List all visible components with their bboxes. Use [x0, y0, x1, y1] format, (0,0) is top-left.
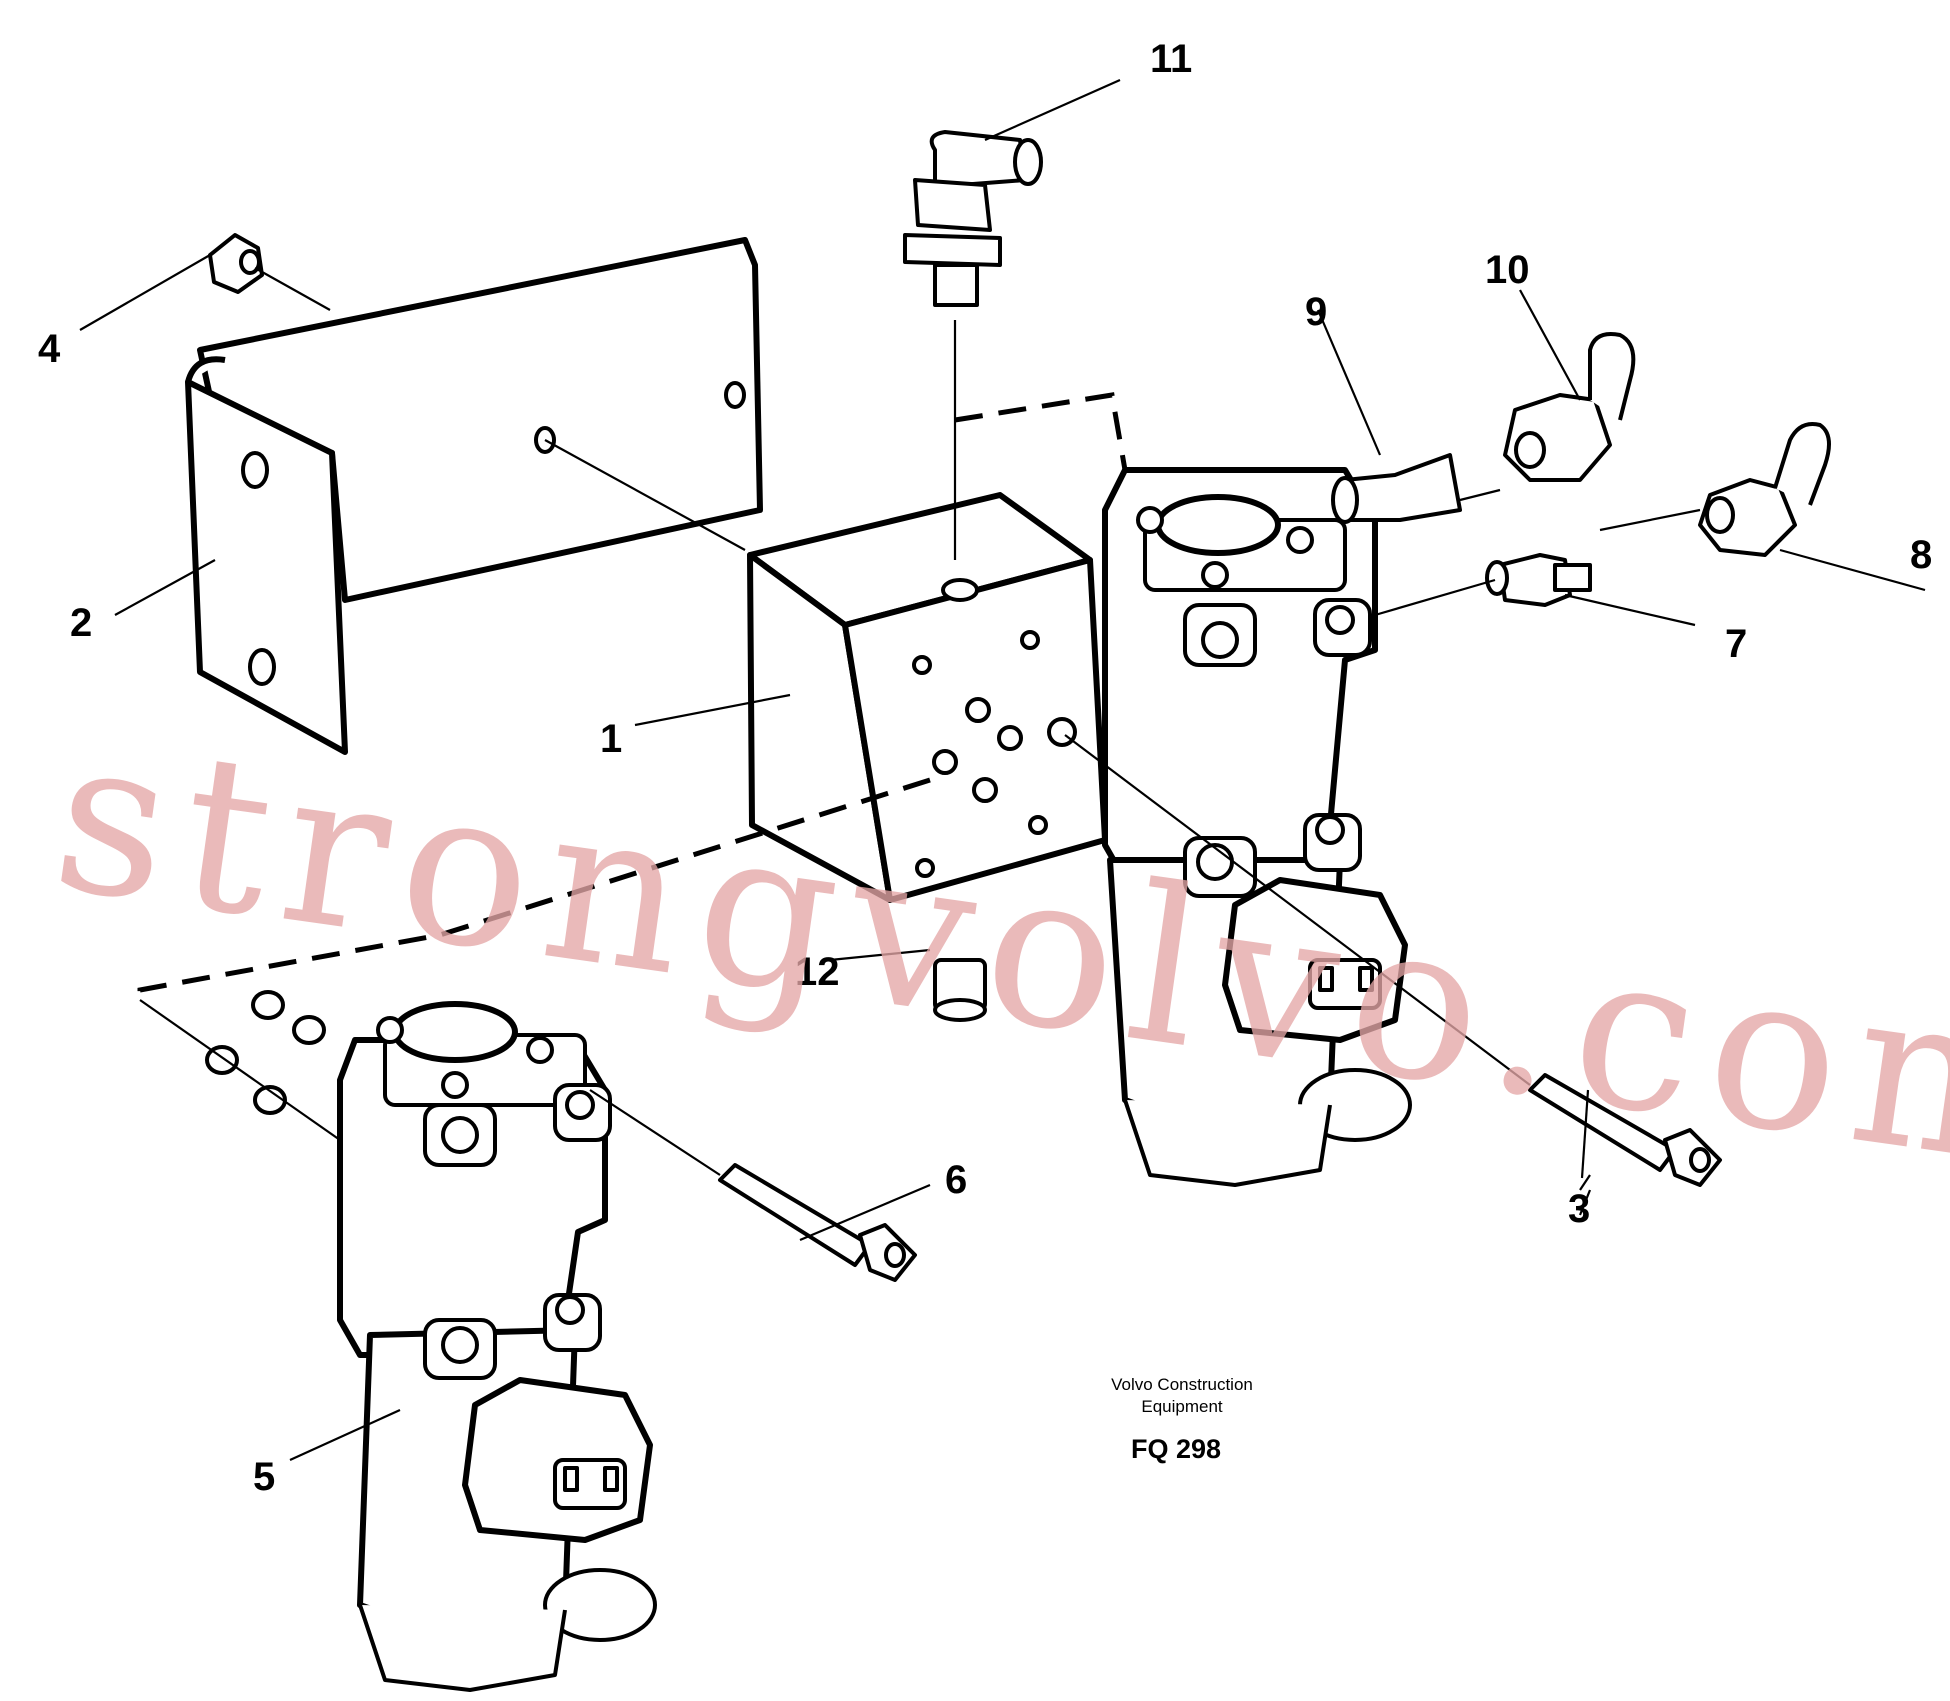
callout-2: 2	[70, 601, 92, 645]
callout-9: 9	[1305, 290, 1327, 334]
fitting-10	[1503, 332, 1636, 482]
valve-block-part	[747, 492, 1108, 903]
bolt-part-6	[718, 1163, 917, 1282]
callout-8: 8	[1910, 533, 1932, 577]
o-rings	[205, 990, 326, 1115]
plug-part-12	[933, 958, 987, 1022]
callout-1: 1	[600, 717, 622, 761]
solenoid-valve-left	[337, 1001, 657, 1692]
fitting-7	[1485, 553, 1592, 607]
fitting-9	[1331, 453, 1462, 524]
company-name-line2: Equipment	[1141, 1397, 1223, 1416]
callout-6: 6	[945, 1158, 967, 1202]
callout-11: 11	[1150, 37, 1192, 81]
leader-lines	[79, 78, 1926, 1462]
callout-3: 3	[1568, 1187, 1590, 1231]
bracket-part	[185, 237, 763, 755]
callout-4: 4	[38, 327, 61, 371]
drawing-caption: Volvo Construction Equipment FQ 298	[1111, 1375, 1253, 1464]
nut-part	[208, 233, 264, 294]
callout-5: 5	[253, 1455, 275, 1499]
assembly-lines	[137, 392, 1128, 1141]
callout-10: 10	[1485, 248, 1530, 292]
callout-7: 7	[1725, 622, 1747, 666]
company-name-line1: Volvo Construction	[1111, 1375, 1253, 1394]
callout-12: 12	[795, 950, 840, 994]
solenoid-valve-right	[1102, 467, 1412, 1187]
fitting-8	[1698, 422, 1831, 557]
elbow-fitting-11	[903, 130, 1043, 307]
drawing-id: FQ 298	[1131, 1434, 1221, 1464]
bolt-part-3	[1528, 1073, 1722, 1187]
callout-labels: 11 4 9 10 8 7 2 1 12 3 6 5	[38, 37, 1932, 1499]
